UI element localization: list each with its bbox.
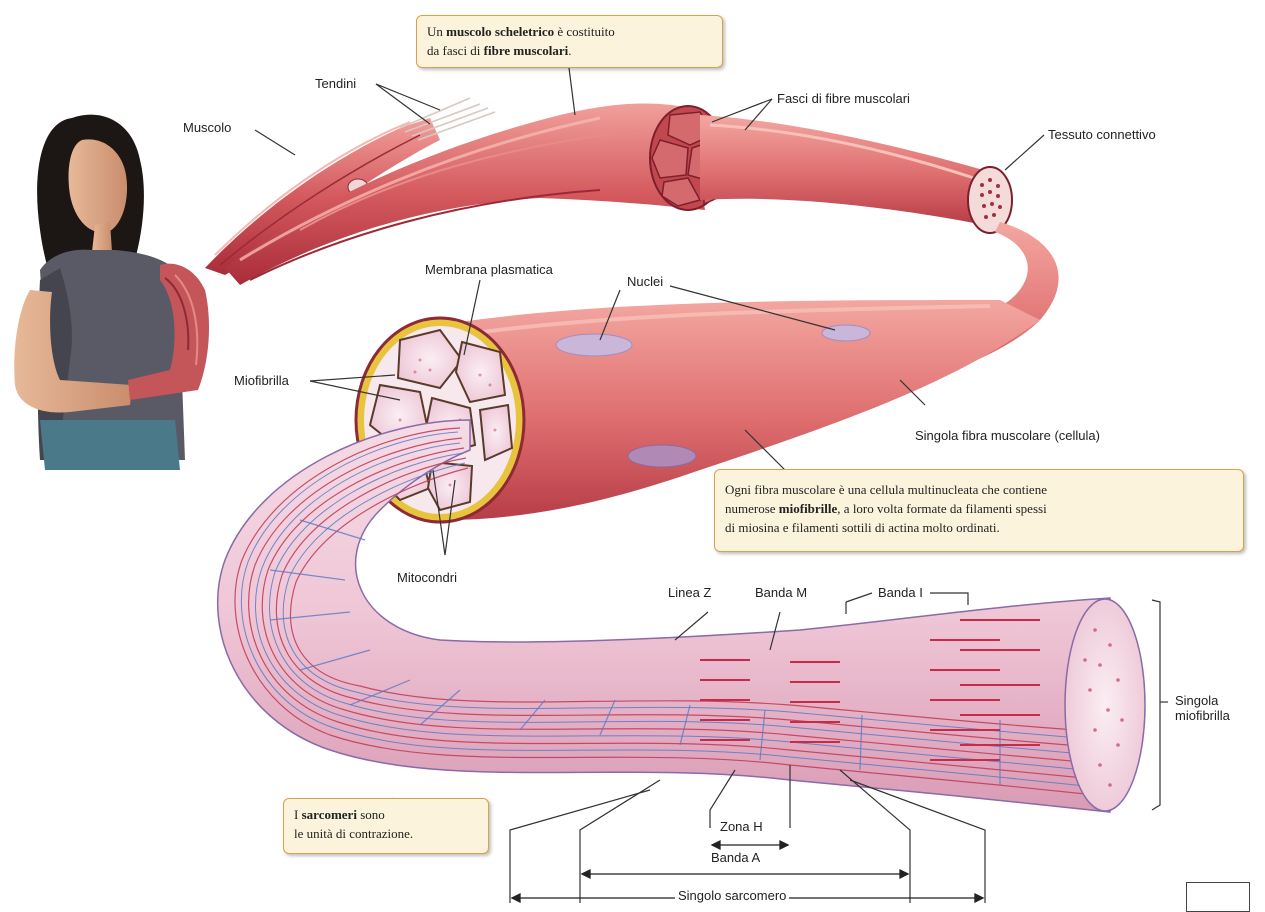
label-zona-h: Zona H [718,819,765,834]
callout-top-text-1: Un [427,24,446,39]
callout-middle-bold: miofibrille [779,501,838,516]
callout-muscle-fiber: Ogni fibra muscolare è una cellula multi… [714,469,1244,552]
corner-frame [1186,882,1250,912]
callout-middle-line3: di miosina e filamenti sottili di actina… [725,520,1000,535]
callout-skeletal-muscle: Un muscolo scheletrico è costituito da f… [416,15,723,68]
callout-bottom-bold: sarcomeri [302,807,357,822]
callout-middle-line1: Ogni fibra muscolare è una cellula multi… [725,482,1047,497]
label-fasci: Fasci di fibre muscolari [777,91,910,106]
callout-top-text-3: da fasci di [427,43,484,58]
callout-bottom-line2: le unità di contrazione. [294,826,413,841]
label-tessuto-connettivo: Tessuto connettivo [1048,127,1156,142]
label-muscolo: Muscolo [183,120,231,135]
label-singola-miofibrilla-line1: Singola [1175,693,1218,708]
label-mitocondri: Mitocondri [397,570,457,585]
label-banda-m: Banda M [755,585,807,600]
label-miofibrilla: Miofibrilla [234,373,289,388]
callout-sarcomeres: I sarcomeri sono le unità di contrazione… [283,798,489,854]
label-singolo-sarcomero: Singolo sarcomero [675,888,789,903]
callout-top-bold-1: muscolo scheletrico [446,24,554,39]
callout-top-text-4: . [568,43,571,58]
label-singola-miofibrilla: Singola miofibrilla [1175,693,1230,723]
label-tendini: Tendini [315,76,356,91]
label-linea-z: Linea Z [668,585,711,600]
callout-top-text-2: è costituito [554,24,615,39]
callout-bottom-text-2: sono [357,807,385,822]
label-nuclei: Nuclei [627,274,663,289]
label-singola-miofibrilla-line2: miofibrilla [1175,708,1230,723]
callout-top-bold-2: fibre muscolari [484,43,569,58]
label-membrana: Membrana plasmatica [425,262,553,277]
label-banda-i: Banda I [878,585,923,600]
label-singola-fibra: Singola fibra muscolare (cellula) [915,428,1100,443]
woman-figure [14,115,209,470]
callout-middle-text-2b: , a loro volta formate da filamenti spes… [837,501,1046,516]
callout-middle-text-2a: numerose [725,501,779,516]
label-banda-a: Banda A [709,850,762,865]
callout-bottom-text-1: I [294,807,302,822]
